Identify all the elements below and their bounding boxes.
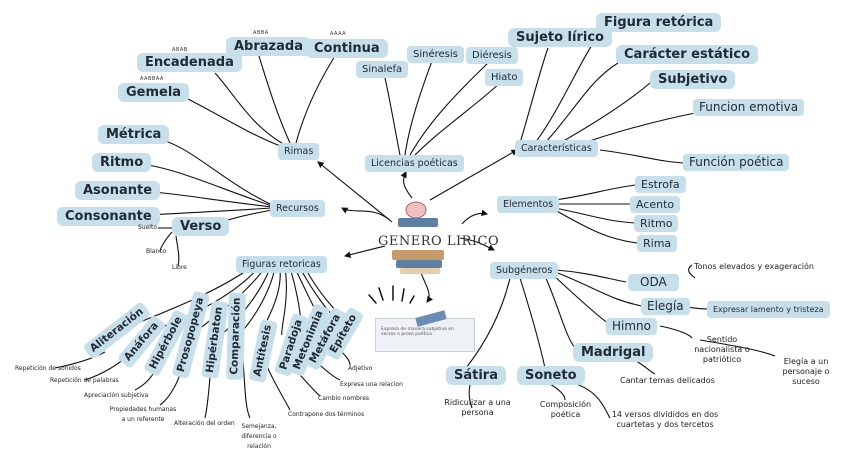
rima-encadenada[interactable]: Encadenada bbox=[137, 53, 242, 72]
licencia-sinalefa[interactable]: Sinalefa bbox=[356, 61, 409, 78]
verso-suelto: Suelto bbox=[138, 224, 157, 231]
subgenero-satira[interactable]: Sátira bbox=[446, 366, 506, 385]
caracteristica-sujeto-lirico[interactable]: Sujeto lírico bbox=[508, 28, 612, 47]
caracteristica-subjetivo[interactable]: Subjetivo bbox=[650, 70, 736, 89]
subgenero-oda[interactable]: ODA bbox=[628, 274, 679, 291]
recurso-metrica[interactable]: Métrica bbox=[98, 125, 170, 144]
desc-aliteracion: Repetición de sonidos bbox=[15, 365, 81, 372]
recurso-asonante[interactable]: Asonante bbox=[75, 181, 161, 200]
caracteristica-funcion-emotiva[interactable]: Funcion emotiva bbox=[693, 99, 805, 116]
himno-desc: Sentido nacionalista o patriótico bbox=[694, 335, 750, 364]
rima-abrazada[interactable]: Abrazada bbox=[226, 37, 311, 56]
licencia-dieresis[interactable]: Diéresis bbox=[466, 47, 518, 64]
recurso-consonante[interactable]: Consonante bbox=[57, 207, 160, 226]
pattern-gemela: AABBAA bbox=[140, 76, 164, 82]
subgenero-soneto[interactable]: Soneto bbox=[517, 366, 585, 385]
center-title: GENERO LIRICO bbox=[378, 234, 500, 249]
caracteristica-caracter-estatico[interactable]: Carácter estático bbox=[616, 45, 759, 64]
licencia-hiato[interactable]: Hiato bbox=[485, 69, 524, 86]
pattern-abrazada: ABBA bbox=[253, 30, 269, 36]
figura-comparacion[interactable]: Comparación bbox=[226, 292, 247, 380]
subgenero-madrigal[interactable]: Madrigal bbox=[573, 343, 654, 362]
hub-elementos[interactable]: Elementos bbox=[497, 196, 560, 213]
soneto-desc: Composición poética bbox=[539, 400, 592, 419]
desc-metafora: Expresa una relacion bbox=[340, 381, 403, 388]
recurso-verso[interactable]: Verso bbox=[172, 217, 230, 236]
elegia-desc2: Elegía a un personaje o suceso bbox=[782, 357, 830, 386]
hub-figuras[interactable]: Figuras retoricas bbox=[236, 256, 327, 273]
rima-gemela[interactable]: Gemela bbox=[118, 83, 190, 102]
desc-metonimia: Cambio nombres bbox=[318, 395, 370, 402]
hub-caracteristicas[interactable]: Características bbox=[515, 140, 598, 157]
definition-text: Expresa de manera subjetiva en versos o … bbox=[381, 327, 454, 337]
desc-hiperbaton: Alteración del orden bbox=[174, 420, 235, 427]
recurso-ritmo[interactable]: Ritmo bbox=[92, 153, 152, 172]
hub-subgeneros[interactable]: Subgéneros bbox=[490, 262, 559, 279]
oda-desc: Tonos elevados y exageración bbox=[694, 262, 814, 271]
book-stack-icon bbox=[392, 201, 444, 274]
verso-blanco: Blanco bbox=[146, 248, 167, 255]
verso-libre: Libre bbox=[172, 264, 187, 271]
subgenero-himno[interactable]: Himno bbox=[606, 318, 657, 335]
subgenero-elegia[interactable]: Elegía bbox=[641, 298, 690, 315]
desc-antitesis: Contrapone dos términos bbox=[288, 411, 365, 418]
elegia-desc: Expresar lamento y tristeza bbox=[707, 301, 830, 318]
elemento-rima[interactable]: Rima bbox=[637, 235, 678, 252]
hub-recursos[interactable]: Recursos bbox=[270, 200, 325, 217]
caracteristica-figura-retorica[interactable]: Figura retórica bbox=[596, 13, 722, 32]
definition-note: Expresa de manera subjetiva en versos o … bbox=[375, 310, 475, 352]
soneto-desc2: 14 versos divididos en dos cuartetas y d… bbox=[611, 410, 719, 429]
elemento-ritmo[interactable]: Ritmo bbox=[634, 215, 679, 232]
desc-prosopopeya: Propiedades humanas a un referente bbox=[109, 406, 177, 423]
pattern-continua: AAAA bbox=[330, 31, 347, 37]
desc-comparacion: Semejanza, diferencia o relación bbox=[241, 423, 277, 450]
satira-desc: Ridiculizar a una persona bbox=[444, 398, 511, 417]
hub-licencias[interactable]: Licencias poéticas bbox=[365, 155, 464, 172]
caracteristica-funcion-poetica[interactable]: Función poética bbox=[683, 154, 790, 171]
madrigal-desc: Cantar temas delicados bbox=[620, 376, 715, 385]
elemento-estrofa[interactable]: Estrofa bbox=[635, 176, 686, 193]
hub-rimas[interactable]: Rimas bbox=[278, 143, 320, 160]
rima-continua[interactable]: Continua bbox=[306, 39, 388, 58]
licencia-sineresis[interactable]: Sinéresis bbox=[407, 46, 464, 63]
pattern-encadenada: ABAB bbox=[172, 47, 188, 53]
desc-epiteto: Adjetivo bbox=[348, 365, 373, 372]
elemento-acento[interactable]: Acento bbox=[630, 196, 681, 213]
desc-anafora: Repetición de palabras bbox=[50, 377, 119, 384]
desc-hiperbole: Apreciación subjetiva bbox=[84, 392, 149, 399]
